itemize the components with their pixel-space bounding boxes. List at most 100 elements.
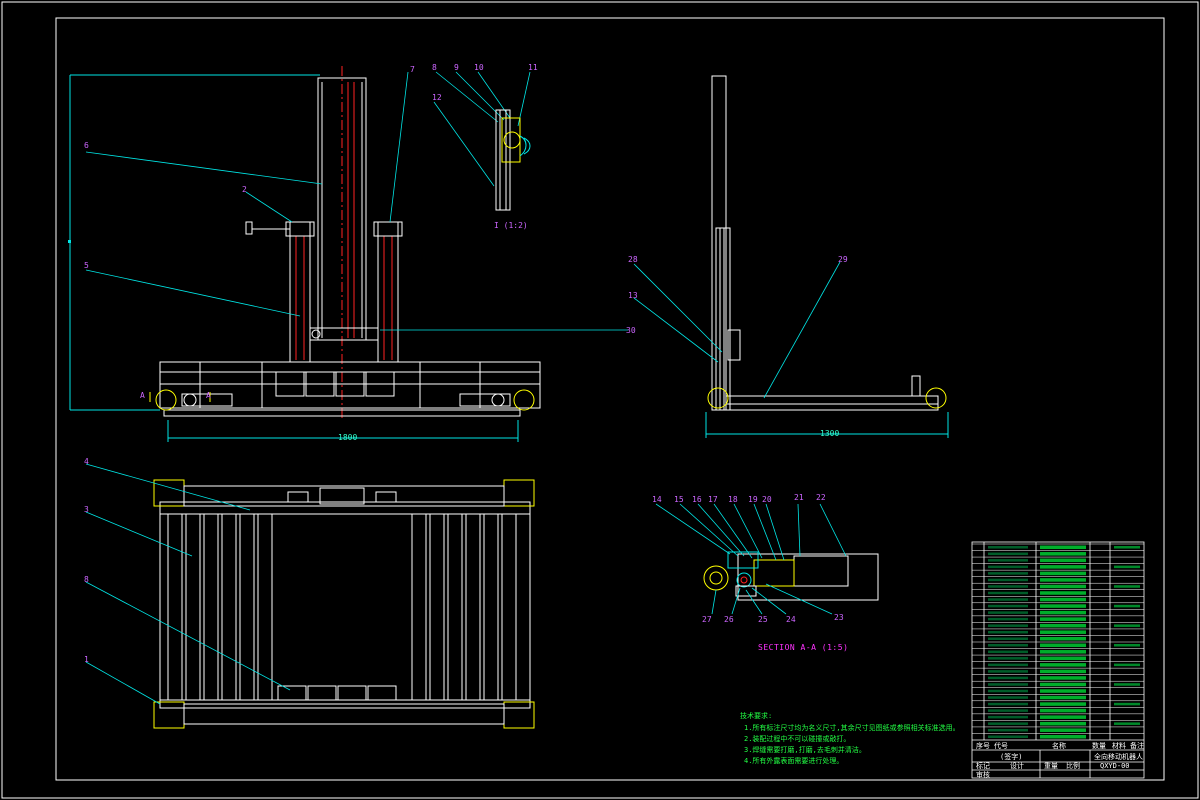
tb-design: 设计 xyxy=(1010,761,1024,770)
tb-mark: 标记 xyxy=(976,761,990,770)
bom-header-name: 名称 xyxy=(1052,741,1066,750)
bom-code-cell xyxy=(988,591,1028,595)
callout-30: 30 xyxy=(626,326,636,335)
bom-remark-cell xyxy=(1114,585,1140,588)
bom-name-cell xyxy=(1040,695,1086,700)
callout-12: 12 xyxy=(432,93,442,102)
callout-24: 24 xyxy=(786,615,796,624)
callout-4: 4 xyxy=(84,457,89,466)
callout-19: 19 xyxy=(748,495,758,504)
detail-i-label: I (1:2) xyxy=(494,221,528,230)
bom-code-cell xyxy=(988,578,1028,582)
bom-header-qty: 数量 xyxy=(1092,741,1106,750)
bom-name-cell xyxy=(1040,604,1086,608)
bom-name-cell xyxy=(1040,676,1086,680)
callout-27: 27 xyxy=(702,615,712,624)
bom-code-cell xyxy=(988,657,1028,660)
callout-21: 21 xyxy=(794,493,804,502)
callout-7: 7 xyxy=(410,65,415,74)
callout-3: 3 xyxy=(84,505,89,514)
bom-remark-cell xyxy=(1114,624,1140,627)
bom-remark-cell xyxy=(1114,702,1140,706)
callout-28: 28 xyxy=(628,255,638,264)
bom-code-cell xyxy=(988,702,1028,706)
bom-code-cell xyxy=(988,546,1028,549)
bom-cells xyxy=(972,543,1144,739)
bom-header-remark: 备注 xyxy=(1130,741,1144,750)
bom-code-cell xyxy=(988,637,1028,640)
callout-14: 14 xyxy=(652,495,662,504)
bom-name-cell xyxy=(1040,545,1086,550)
title-block xyxy=(972,739,1144,778)
bom-name-cell xyxy=(1040,636,1086,641)
bom-name-cell xyxy=(1040,728,1086,732)
side-view-callouts xyxy=(633,261,841,399)
bom-remark-cell xyxy=(1114,722,1140,725)
tb-review: 审核 xyxy=(976,770,990,779)
bom-code-cell xyxy=(988,617,1028,621)
callout-8-top: 8 xyxy=(84,575,89,584)
bom-remark-cell xyxy=(1114,644,1140,647)
front-view-callouts xyxy=(85,71,628,331)
bom-name-cell xyxy=(1040,558,1086,563)
side-view xyxy=(705,75,949,438)
section-caption: SECTION A-A (1:5) xyxy=(758,643,848,652)
bom-name-cell xyxy=(1040,689,1086,693)
bom-name-cell xyxy=(1040,721,1086,726)
section-mark-right: A xyxy=(206,391,211,400)
bom-header-material: 材料 xyxy=(1112,741,1126,750)
detail-view-i xyxy=(495,109,531,211)
bom-code-cell xyxy=(988,565,1028,569)
bom-code-cell xyxy=(988,715,1028,719)
bom-code-cell xyxy=(988,663,1028,667)
bom-code-cell xyxy=(988,630,1028,634)
tb-drawing-no: QXYD-00 xyxy=(1100,762,1130,770)
bom-name-cell xyxy=(1040,715,1086,719)
callout-5: 5 xyxy=(84,261,89,270)
bom-name-cell xyxy=(1040,708,1086,713)
callout-13: 13 xyxy=(628,291,638,300)
bom-name-cell xyxy=(1040,610,1086,615)
bom-name-cell xyxy=(1040,597,1086,602)
bom-code-cell xyxy=(988,624,1028,627)
bom-code-cell xyxy=(988,683,1028,686)
inner-border xyxy=(55,17,1165,781)
callout-16: 16 xyxy=(692,495,702,504)
bom-name-cell xyxy=(1040,584,1086,589)
notes-title: 技术要求: xyxy=(740,711,772,720)
bom-header-code: 代号 xyxy=(994,741,1008,750)
callout-17: 17 xyxy=(708,495,718,504)
bom-name-cell xyxy=(1040,617,1086,621)
tb-scale: 比例 xyxy=(1066,761,1080,770)
bom-code-cell xyxy=(988,559,1028,562)
bom-code-cell xyxy=(988,572,1028,575)
callout-6: 6 xyxy=(84,141,89,150)
bom-header-no: 序号 xyxy=(976,741,990,750)
callout-26: 26 xyxy=(724,615,734,624)
bom-name-cell xyxy=(1040,734,1086,739)
bom-remark-cell xyxy=(1114,663,1140,667)
bom-remark-cell xyxy=(1114,546,1140,549)
callout-23: 23 xyxy=(834,613,844,622)
top-view xyxy=(153,479,535,729)
callout-9: 9 xyxy=(454,63,459,72)
side-dim-overall: 1300 xyxy=(820,429,839,438)
bom-name-cell xyxy=(1040,669,1086,674)
top-view-callouts xyxy=(85,463,291,705)
bom-name-cell xyxy=(1040,565,1086,569)
bom-code-cell xyxy=(988,709,1028,712)
callout-1: 1 xyxy=(84,655,89,664)
front-view xyxy=(68,66,541,442)
bom-code-cell xyxy=(988,676,1028,680)
bom-code-cell xyxy=(988,670,1028,673)
bom-code-cell xyxy=(988,722,1028,725)
callout-8: 8 xyxy=(432,63,437,72)
callout-11: 11 xyxy=(528,63,538,72)
bom-code-cell xyxy=(988,735,1028,738)
bom-code-cell xyxy=(988,598,1028,601)
section-mark-left: A xyxy=(140,391,145,400)
bom-code-cell xyxy=(988,689,1028,693)
